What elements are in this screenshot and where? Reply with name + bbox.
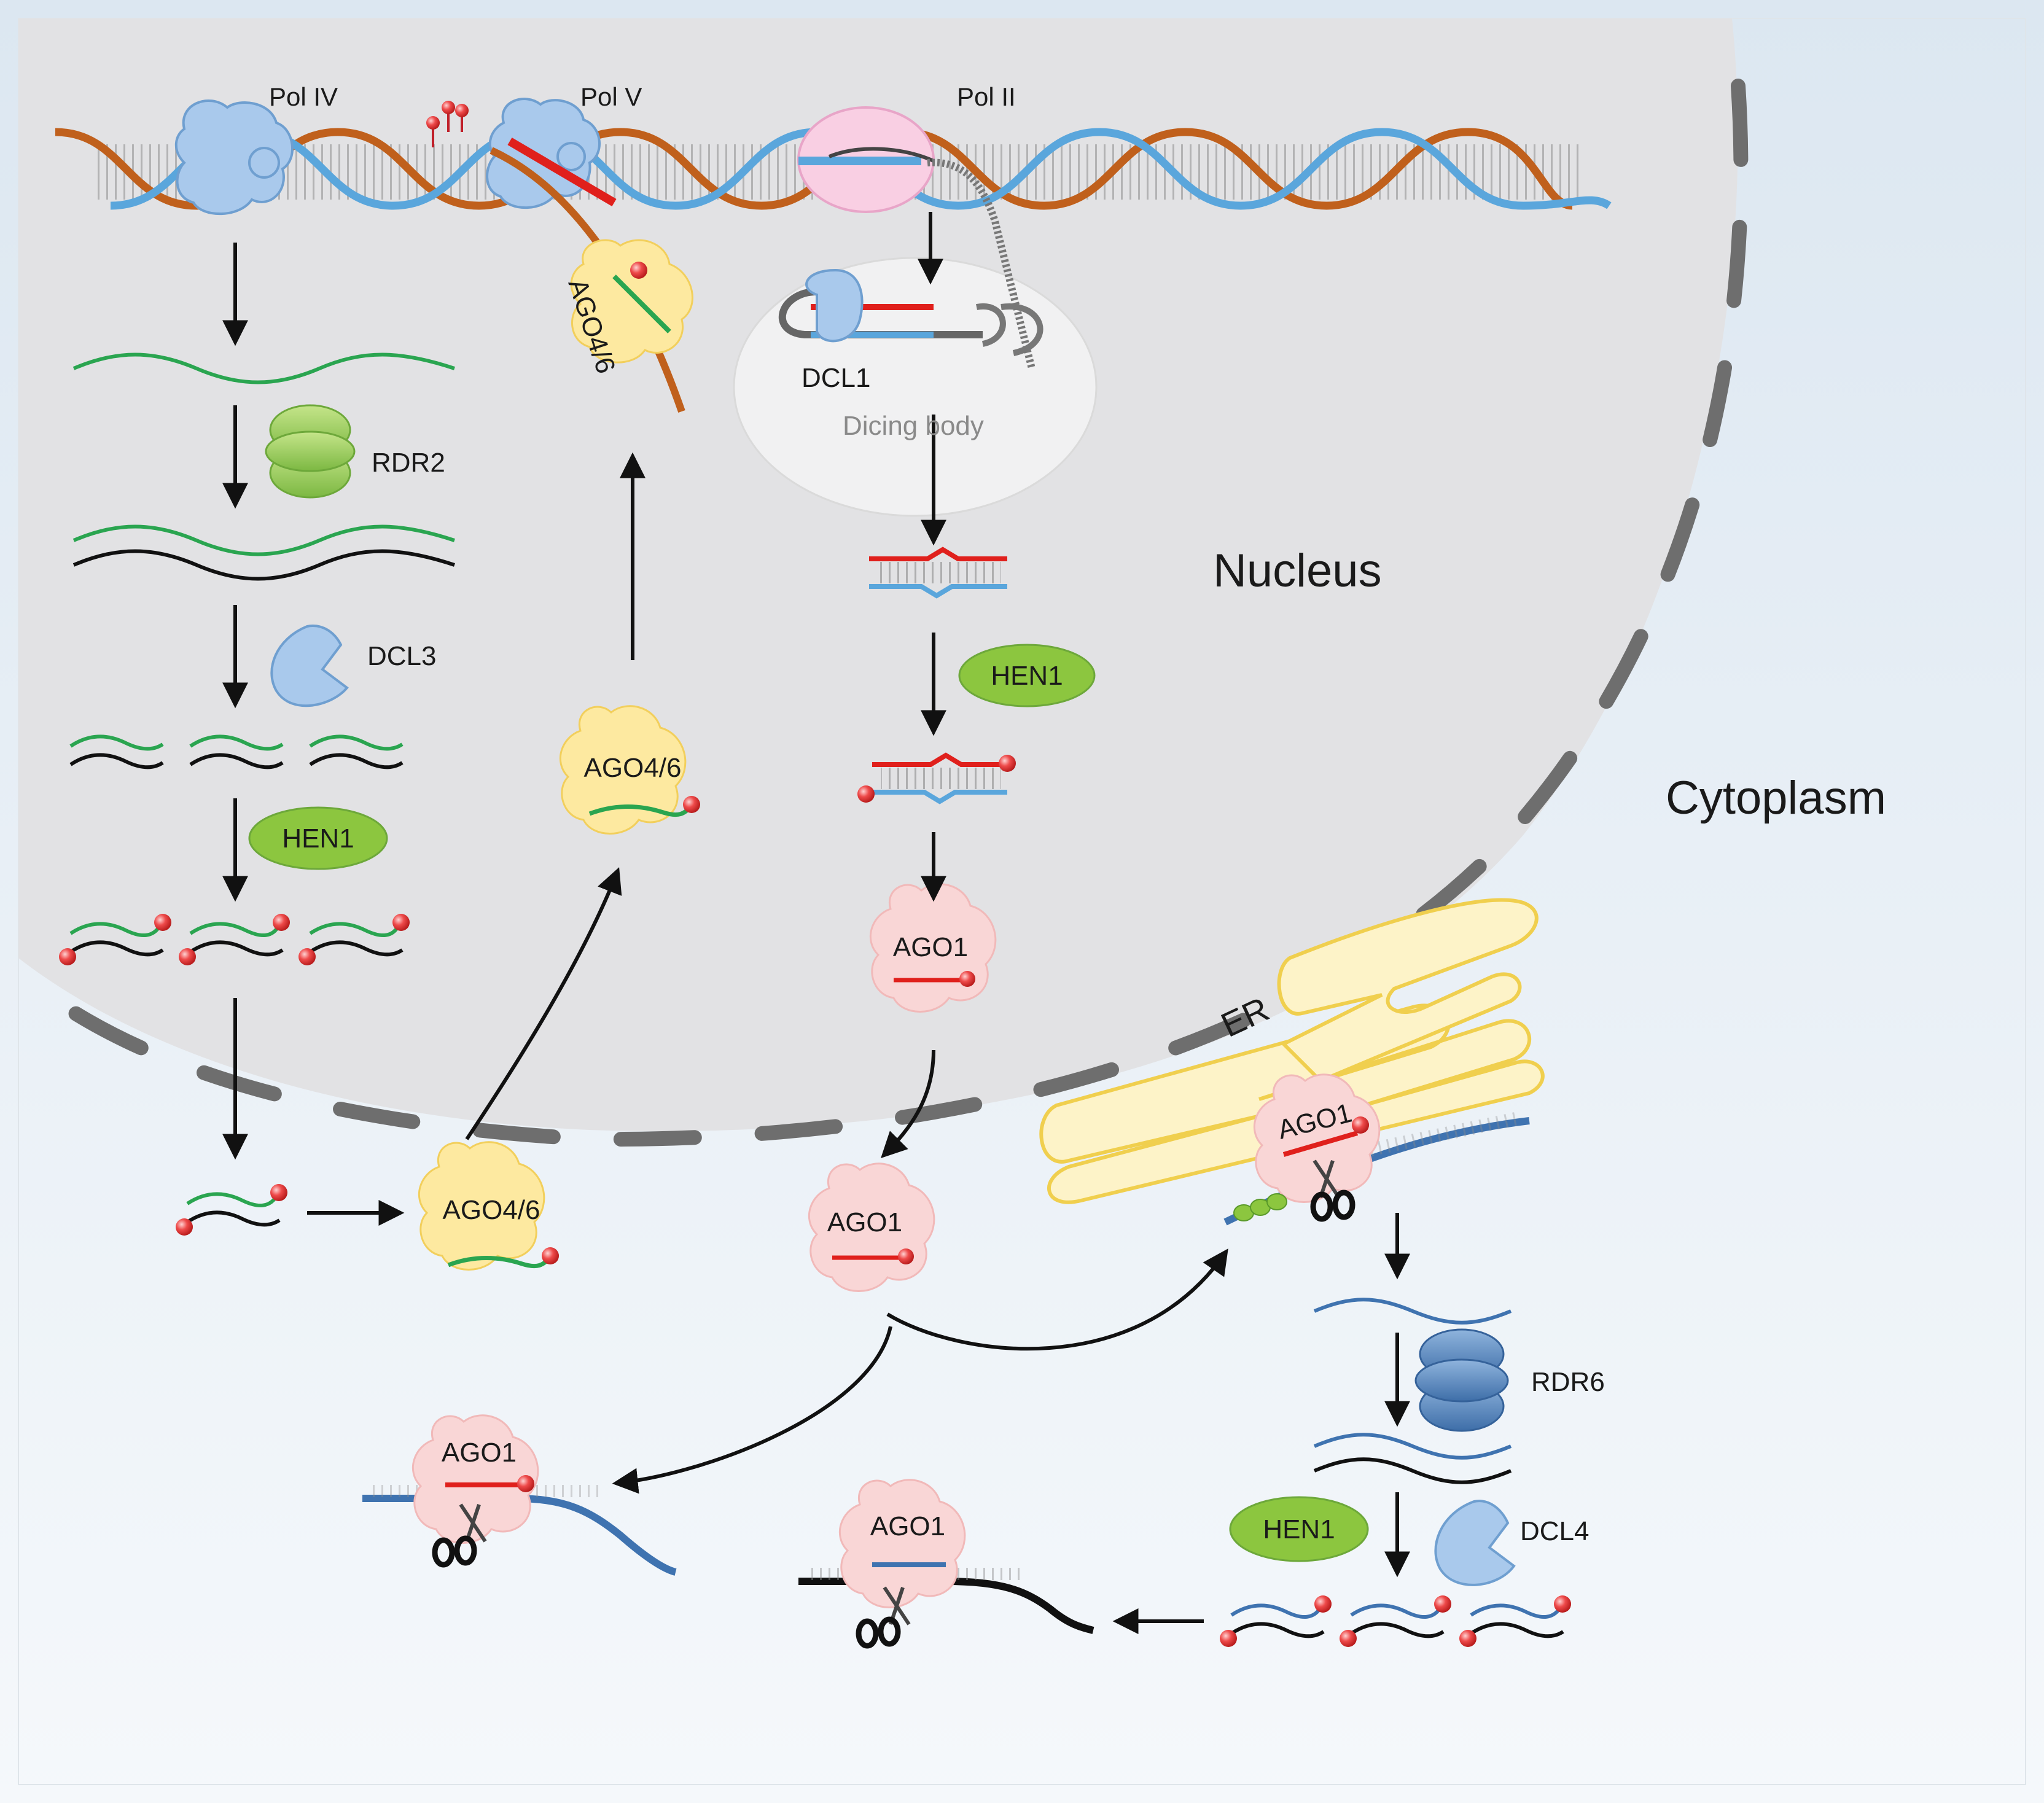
hen1-mid-protein: [958, 644, 1096, 707]
secondary-sirna-pathway: RDR6 HEN1 DCL4: [1220, 1298, 1605, 1647]
cytoplasm-label: Cytoplasm: [1666, 772, 1886, 824]
ago1-cleavage-bottom: AGO1: [798, 1479, 1094, 1649]
mirna-pathway: HEN1 AGO1 AGO1: [808, 547, 1096, 1292]
nucleus-region: [18, 18, 1738, 1131]
ago1-cleavage-left: AGO1: [362, 1414, 677, 1576]
pol-iv-transcript: [72, 352, 455, 384]
pol-ii-label: Pol II: [957, 82, 1016, 111]
rdr6-dsrna-antisense: [1313, 1457, 1512, 1484]
ago46-cyto-label: AGO4/6: [443, 1195, 540, 1225]
dcl3-label: DCL3: [367, 641, 437, 671]
ago1-nuclear-label: AGO1: [893, 932, 968, 962]
cleaved-mrna-fragment: [1313, 1298, 1512, 1325]
ago1-cleave-left-label: AGO1: [442, 1438, 517, 1468]
ago1-cleave-bottom-label: AGO1: [870, 1511, 945, 1541]
methylated-siRNA-duplexes: [59, 914, 410, 965]
scissors-icon: [1310, 1159, 1356, 1222]
dicing-body: [733, 257, 1098, 517]
hen1-left-protein: [248, 806, 388, 870]
scissors-icon: [432, 1503, 487, 1568]
dcl1-label: DCL1: [802, 363, 871, 393]
rdr2-protein: [265, 404, 356, 499]
dsrna-sense: [72, 524, 455, 556]
rdr6-label: RDR6: [1531, 1367, 1605, 1397]
siRNA-duplexes: [69, 734, 404, 769]
ago46-nuclear-label: AGO4/6: [584, 753, 682, 783]
pol-iv-label: Pol IV: [269, 82, 338, 111]
hen1-right-label: HEN1: [1263, 1514, 1335, 1544]
ago1-er-cleavage: AGO1: [1223, 1073, 1530, 1226]
dicing-body-label: Dicing body: [843, 411, 984, 441]
dna-methylation-marks: [426, 101, 469, 147]
scissors-icon: [856, 1586, 911, 1649]
rdr6-protein: [1414, 1328, 1509, 1432]
ago46-cyto-protein: [418, 1141, 545, 1271]
rddm-pathway: RDR2 DCL3 HEN1 AGO4/6 AGO4/6: [59, 352, 700, 1271]
pathway-arrows: [222, 212, 1410, 1634]
dcl1-processing-hairpin: [778, 268, 1043, 356]
ribosome-icon: [1233, 1193, 1287, 1221]
dcl3-protein: [270, 625, 349, 707]
hen1-left-label: HEN1: [282, 824, 354, 854]
ago1-cyto-label: AGO1: [827, 1207, 902, 1237]
methylated-mirna-duplex: [857, 752, 1016, 804]
pol-v-label: Pol V: [580, 82, 642, 111]
pol-ii-complex: [797, 106, 935, 213]
rdr6-dsrna-sense: [1313, 1433, 1512, 1460]
dcl4-protein: [1434, 1500, 1516, 1586]
rdr2-label: RDR2: [372, 448, 445, 478]
dcl4-label: DCL4: [1520, 1516, 1590, 1546]
ago46-cyto-srna: [447, 1256, 552, 1269]
hen1-mid-label: HEN1: [991, 661, 1063, 691]
pol-v-scaffold-transcript: [490, 137, 685, 413]
mirna-duplex: [869, 547, 1007, 599]
secondary-siRNA-duplexes: [1220, 1595, 1571, 1647]
ago46-nuclear-srna: [588, 804, 693, 817]
cytoplasmic-siRNA-duplex: [176, 1184, 287, 1236]
nucleus-label: Nucleus: [1213, 545, 1382, 597]
dsrna-antisense: [72, 549, 455, 581]
pol-iv-complex: [174, 99, 294, 216]
hen1-right-protein: [1229, 1496, 1369, 1562]
